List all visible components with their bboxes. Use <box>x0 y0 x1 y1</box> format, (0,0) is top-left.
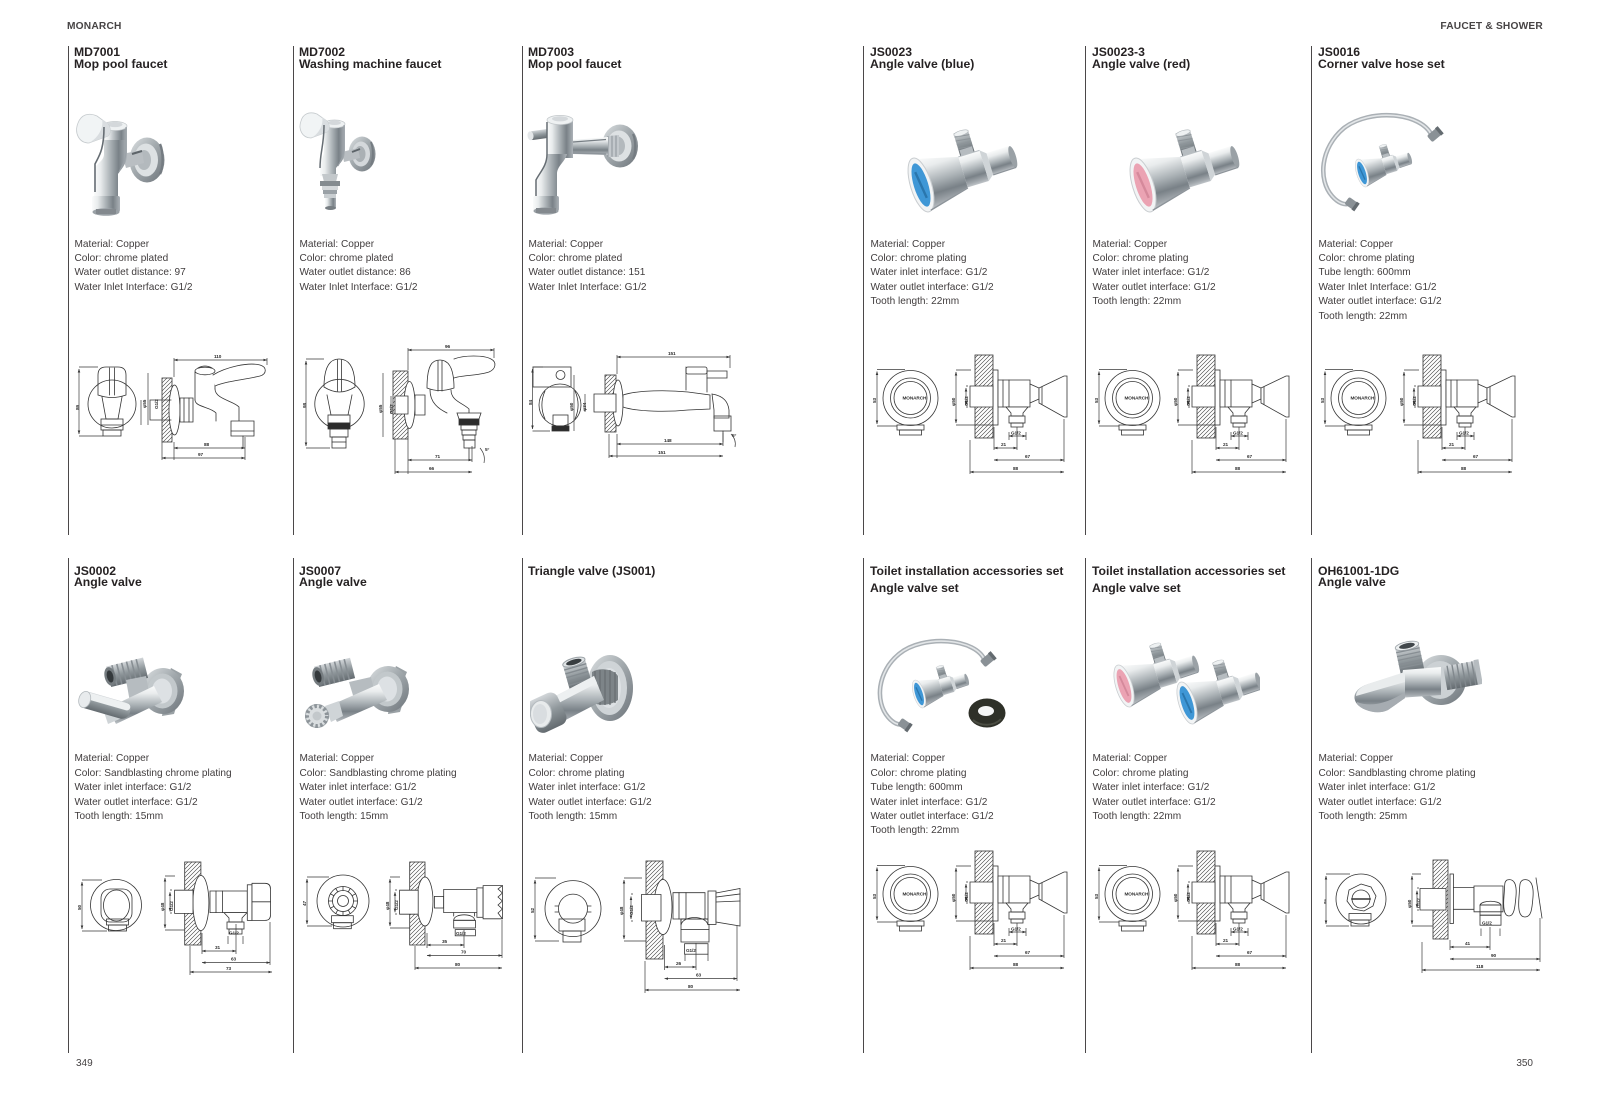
svg-text:148: 148 <box>664 438 672 443</box>
svg-text:G1/2: G1/2 <box>1482 921 1492 926</box>
svg-text:φ48: φ48 <box>619 906 624 915</box>
svg-text:71: 71 <box>435 454 441 459</box>
svg-text:47: 47 <box>302 900 307 906</box>
svg-text:110: 110 <box>214 354 222 359</box>
svg-text:31: 31 <box>215 945 221 950</box>
svg-text:G1/2: G1/2 <box>686 948 696 953</box>
svg-text:41: 41 <box>1465 941 1471 946</box>
svg-text:G1/2: G1/2 <box>1416 898 1421 908</box>
svg-text:G1/2: G1/2 <box>229 931 239 936</box>
svg-text:73: 73 <box>226 966 232 971</box>
svg-text:G1/2: G1/2 <box>394 900 399 910</box>
svg-text:52: 52 <box>530 907 535 913</box>
svg-text:80: 80 <box>455 962 461 967</box>
svg-text:G1/2: G1/2 <box>629 905 634 915</box>
svg-text:26: 26 <box>676 961 682 966</box>
svg-text:50: 50 <box>77 904 82 910</box>
svg-text:φ55: φ55 <box>142 399 147 408</box>
svg-text:G1/2: G1/2 <box>169 901 174 911</box>
svg-text:97: 97 <box>198 452 204 457</box>
svg-text:φ50: φ50 <box>1407 899 1412 908</box>
svg-text:63: 63 <box>231 957 237 962</box>
svg-text:φ34: φ34 <box>582 402 587 411</box>
svg-text:φ48: φ48 <box>160 902 165 911</box>
svg-text:89: 89 <box>76 404 80 410</box>
svg-text:G1/2: G1/2 <box>456 931 466 936</box>
svg-text:5°: 5° <box>732 433 737 438</box>
svg-text:G1/2: G1/2 <box>389 404 394 414</box>
svg-text:84: 84 <box>528 399 533 405</box>
svg-text:96: 96 <box>445 345 451 349</box>
svg-text:98: 98 <box>302 402 307 408</box>
svg-text:151: 151 <box>658 450 666 455</box>
svg-text:70: 70 <box>461 950 467 955</box>
svg-text:118: 118 <box>1476 964 1484 969</box>
svg-text:5°: 5° <box>485 447 490 452</box>
svg-text:φ55: φ55 <box>378 404 383 413</box>
svg-text:90: 90 <box>1491 953 1497 958</box>
svg-text:φ48: φ48 <box>385 901 390 910</box>
svg-text:80: 80 <box>688 984 694 989</box>
svg-text:151: 151 <box>668 351 676 356</box>
svg-text:φ50: φ50 <box>569 402 574 411</box>
svg-text:88: 88 <box>204 442 210 447</box>
svg-text:63: 63 <box>696 973 702 978</box>
svg-text:G1/2: G1/2 <box>154 399 159 409</box>
svg-text:35: 35 <box>442 939 448 944</box>
svg-text:66: 66 <box>429 466 435 471</box>
svg-text:51: 51 <box>1324 898 1327 904</box>
